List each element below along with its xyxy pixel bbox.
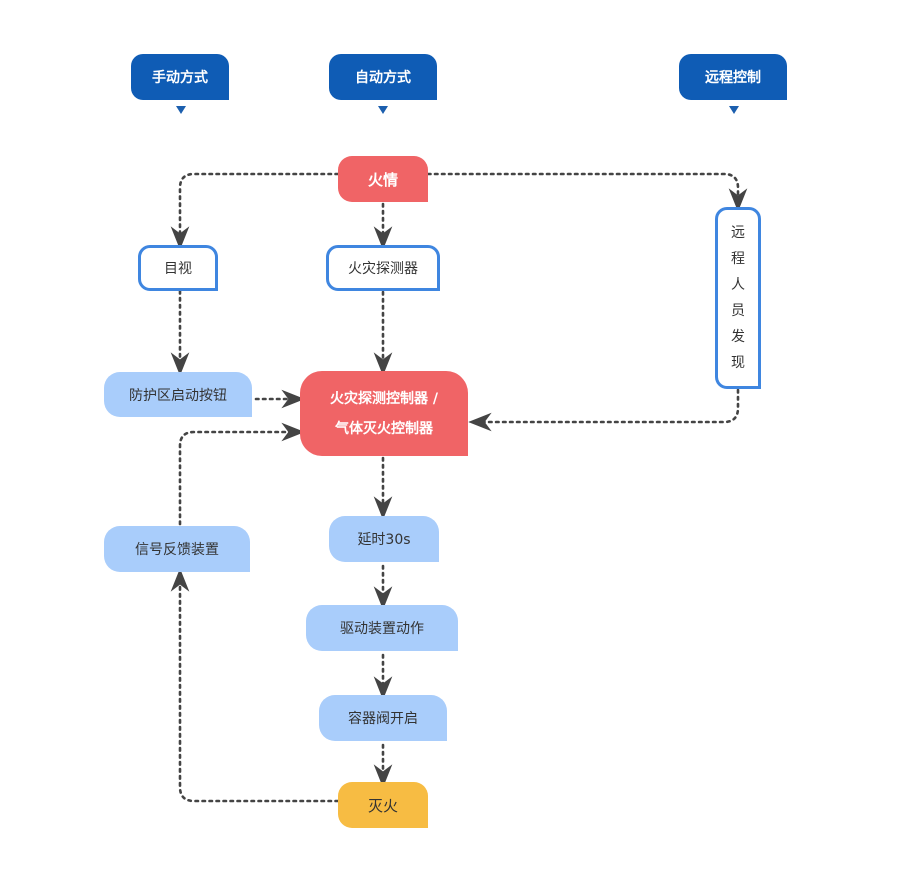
node-zone-button: 防护区启动按钮 — [104, 372, 252, 417]
connector-feedback-to-controller — [178, 422, 305, 526]
header-auto-pin-icon — [378, 106, 388, 114]
header-manual-pin-icon — [176, 106, 186, 114]
header-remote-pin-icon — [729, 106, 739, 114]
node-extinguish: 灭火 — [338, 782, 428, 828]
node-valve: 容器阀开启 — [319, 695, 447, 741]
header-auto: 自动方式 — [329, 54, 437, 100]
node-fire: 火情 — [338, 156, 428, 202]
node-feedback: 信号反馈装置 — [104, 526, 250, 572]
remote-found-char: 员 — [731, 303, 745, 319]
controller-line1: 火灾探测控制器 / — [330, 390, 438, 407]
connector-remote-to-controller — [468, 388, 740, 432]
controller-line2: 气体灭火控制器 — [335, 420, 433, 437]
node-controller: 火灾探测控制器 / 气体灭火控制器 — [300, 371, 468, 456]
node-delay: 延时30s — [329, 516, 439, 562]
remote-found-char: 发 — [731, 329, 745, 345]
remote-found-char: 远 — [731, 225, 745, 241]
node-drive: 驱动装置动作 — [306, 605, 458, 651]
connector-fire-to-visual — [170, 172, 340, 250]
remote-found-char: 程 — [731, 251, 745, 267]
connector-extinguish-to-feedback — [170, 568, 340, 803]
node-detector: 火灾探测器 — [326, 245, 440, 291]
node-remote-found: 远 程 人 员 发 现 — [715, 207, 761, 389]
remote-found-char: 现 — [731, 355, 745, 371]
remote-found-char: 人 — [731, 277, 745, 293]
connector-fire-to-remote — [426, 172, 748, 212]
node-visual: 目视 — [138, 245, 218, 291]
header-manual: 手动方式 — [131, 54, 229, 100]
header-remote: 远程控制 — [679, 54, 787, 100]
